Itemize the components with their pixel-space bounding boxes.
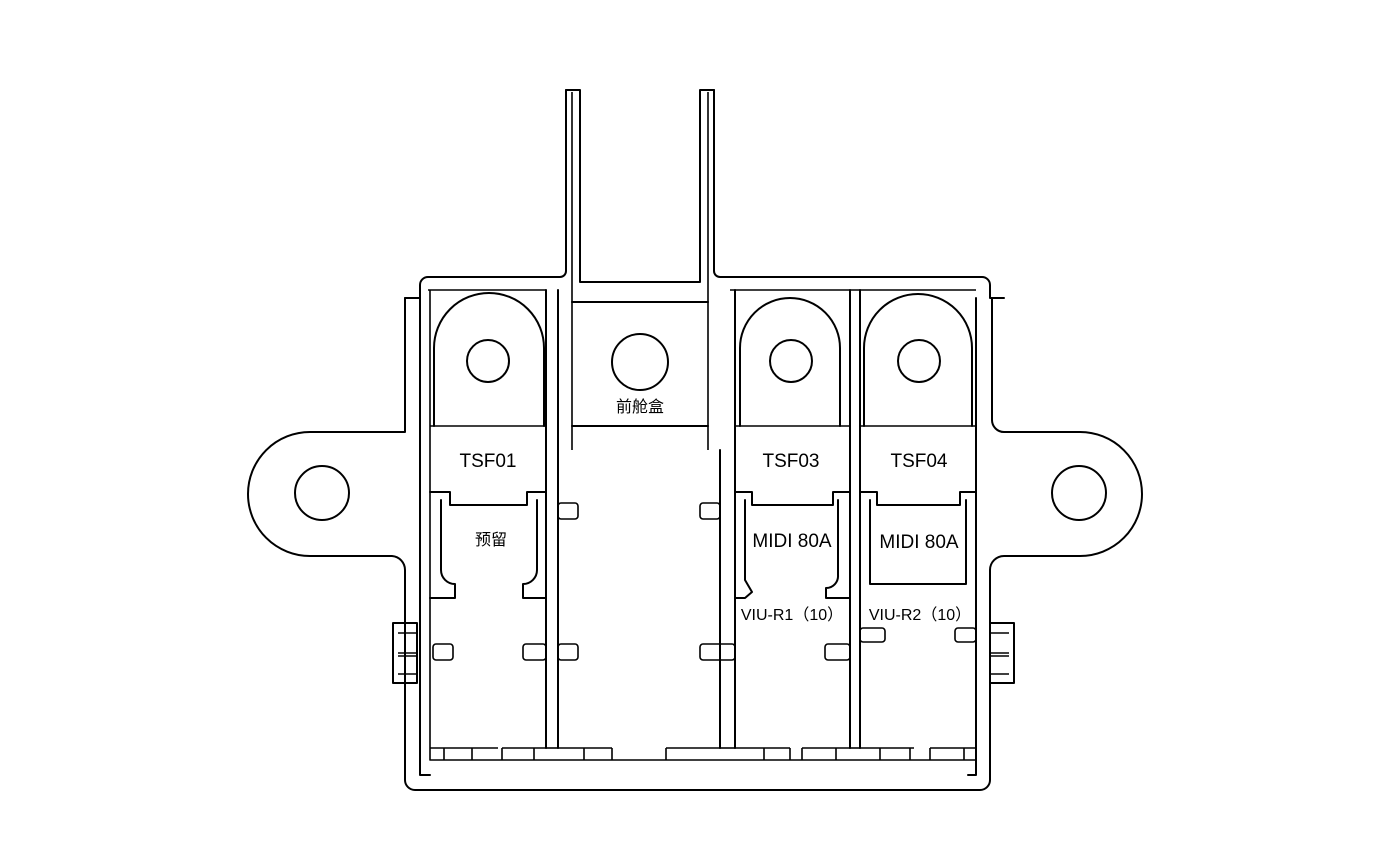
left-mounting-hole bbox=[294, 465, 350, 521]
tsf04-label: TSF04 bbox=[890, 451, 947, 472]
tsf03-terminal-hole bbox=[769, 339, 813, 383]
slot-tsf01 bbox=[429, 292, 547, 661]
tsf03-label: TSF03 bbox=[762, 451, 819, 472]
tsf01-fuse-label: 预留 bbox=[475, 531, 507, 549]
tsf04-output-label: VIU-R2（10） bbox=[869, 606, 971, 624]
housing-outline bbox=[247, 89, 1143, 791]
tsf03-fuse-label: MIDI 80A bbox=[752, 531, 832, 552]
bottom-tabs bbox=[430, 747, 976, 760]
left-latch bbox=[392, 622, 418, 684]
tsf04-fuse-label: MIDI 80A bbox=[879, 532, 959, 553]
tsf01-terminal-hole bbox=[466, 339, 510, 383]
tsf04-terminal-hole bbox=[897, 339, 941, 383]
busbar-terminal bbox=[565, 89, 715, 450]
busbar-stud-hole bbox=[611, 333, 669, 391]
column-dividers bbox=[545, 289, 861, 749]
slot-tsf04 bbox=[859, 293, 977, 643]
slot-tsf03 bbox=[734, 297, 851, 661]
busbar-column-detail bbox=[557, 502, 736, 661]
right-mounting-hole bbox=[1051, 465, 1107, 521]
tsf01-label: TSF01 bbox=[459, 451, 516, 472]
tsf03-output-label: VIU-R1（10） bbox=[741, 606, 843, 624]
busbar-label: 前舱盒 bbox=[616, 398, 664, 416]
right-latch bbox=[989, 622, 1015, 684]
